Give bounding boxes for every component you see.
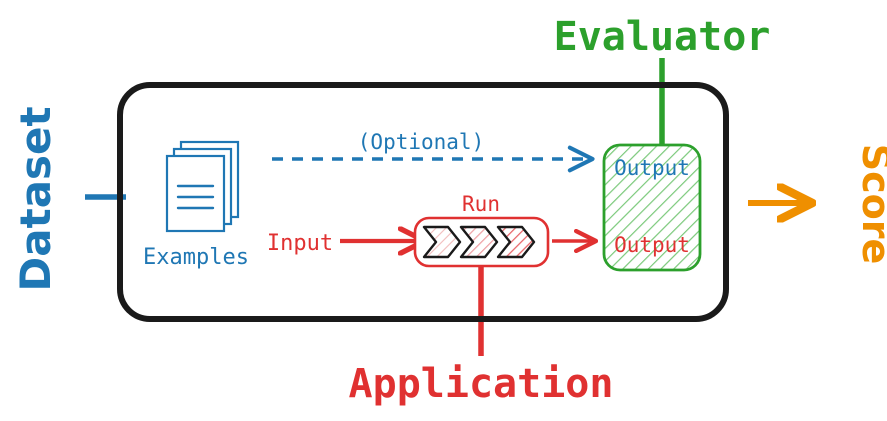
output-label-application: Output: [614, 233, 690, 257]
stacked-documents-icon: [165, 140, 240, 233]
run-label: Run: [462, 192, 500, 216]
application-label: Application: [349, 361, 614, 407]
output-label-optional: Output: [614, 156, 690, 180]
dataset-label: Dataset: [11, 106, 60, 291]
input-label: Input: [267, 231, 333, 256]
score-label: Score: [854, 144, 887, 265]
chevron-3: [496, 225, 536, 259]
output-box: [602, 143, 702, 272]
pipeline-frame: [117, 82, 729, 322]
examples-label: Examples: [143, 245, 249, 270]
chevron-1: [422, 225, 462, 259]
chevron-pipeline-icon: [422, 225, 536, 259]
chevron-2: [459, 225, 499, 259]
evaluator-label: Evaluator: [554, 14, 771, 60]
optional-label: (Optional): [358, 130, 484, 154]
